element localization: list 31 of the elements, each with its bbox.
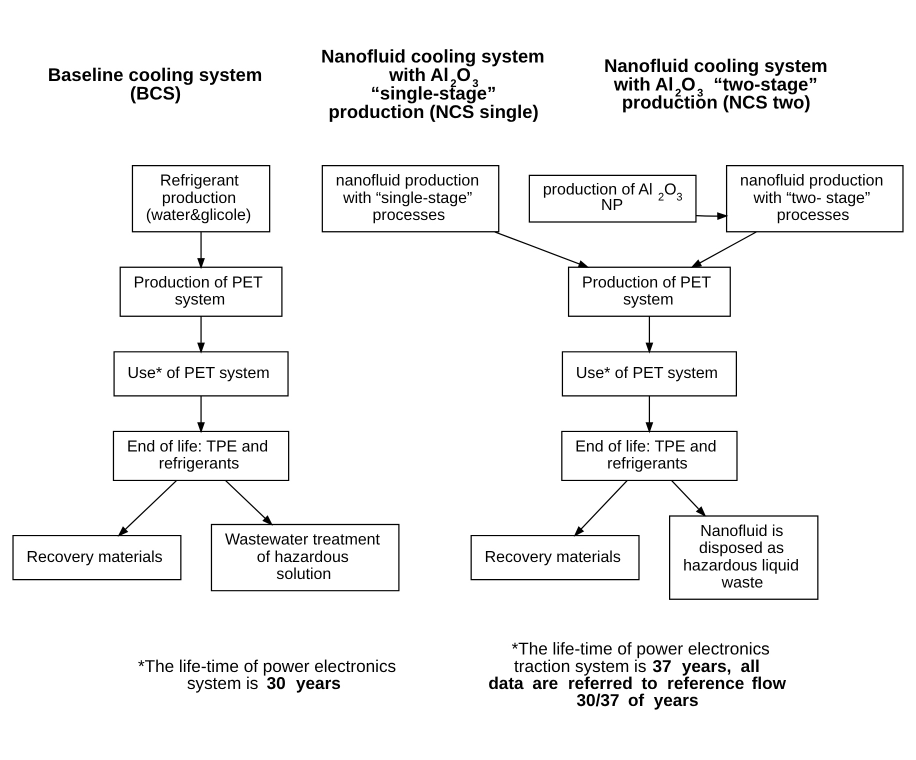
arrow xyxy=(574,480,628,537)
node-box: Use* of PET system xyxy=(113,351,289,397)
arrow xyxy=(696,212,728,220)
node-box: Recovery materials xyxy=(12,534,182,580)
arrow xyxy=(690,231,757,268)
arrow xyxy=(118,480,177,537)
node-box: Refrigerant production (water&glicole) xyxy=(132,165,270,232)
arrow xyxy=(225,480,273,526)
arrow xyxy=(197,396,205,434)
node-box: Production of PET system xyxy=(120,266,283,317)
node-box: Production of PET system xyxy=(568,266,731,317)
node-box: nanofluid production with “single-stage” processes xyxy=(322,165,500,232)
node-box: End of life: TPE and refrigerants xyxy=(112,430,290,482)
arrow xyxy=(646,316,654,354)
node-box: production of Al$_{2}$O$_{3}$ NP xyxy=(528,174,697,223)
node-box: Nanofluid is disposed as hazardous liquid waste xyxy=(669,515,818,600)
node-box: Wastewater treatment of hazardous solution xyxy=(210,524,400,592)
label: Baseline cooling system (BCS) xyxy=(48,64,262,104)
arrow xyxy=(646,396,654,434)
node-box: nanofluid production with “two- stage” processes xyxy=(726,165,904,232)
arrow xyxy=(197,232,205,270)
node-box: Recovery materials xyxy=(470,534,640,580)
arrow xyxy=(671,480,706,517)
label: Nanofluid cooling system with Al$_{2}$O$_{3}$ “two-stage” production (NCS two) xyxy=(604,54,828,113)
label: *The life-time of power electronics traction system is 37 years, all data are referred to reference flow 30/37 of years xyxy=(488,638,786,710)
node-box: Use* of PET system xyxy=(562,351,737,397)
label: Nanofluid cooling system with Al$_{2}$O$_{3}$ “single-stage” production (NCS single) xyxy=(321,46,545,122)
label: *The life-time of power electronics system is 30 years xyxy=(138,656,396,693)
arrow xyxy=(197,316,205,354)
arrow xyxy=(494,231,590,268)
node-box: End of life: TPE and refrigerants xyxy=(561,430,738,482)
